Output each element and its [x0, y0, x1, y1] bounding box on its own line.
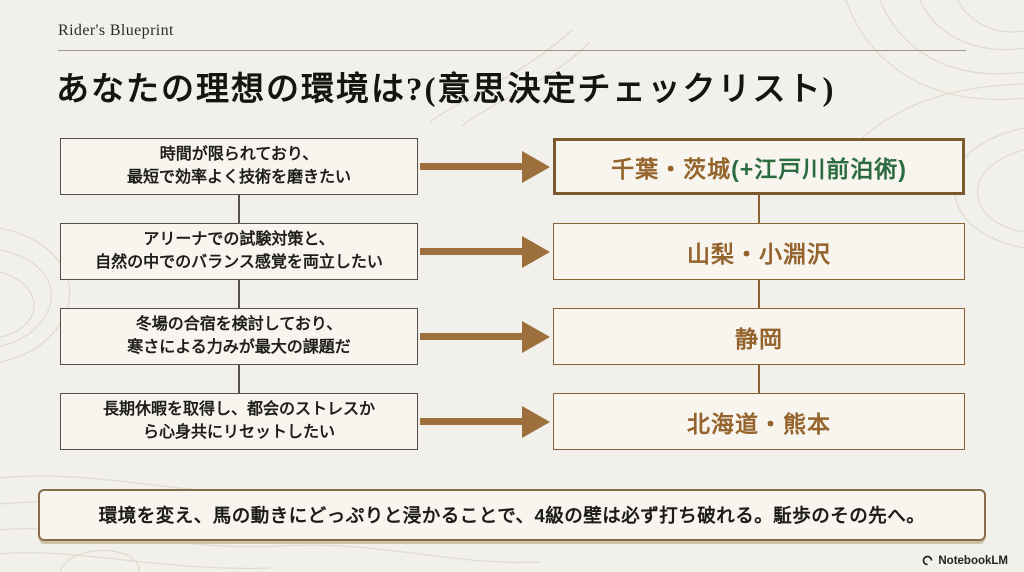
condition-box-3: 冬場の合宿を検討しており、 寒さによる力みが最大の課題だ — [60, 308, 418, 365]
result-box-highlighted: 千葉・茨城(+江戸川前泊術) — [553, 138, 965, 195]
conclusion-text: 環境を変え、馬の動きにどっぷりと浸かることで、4級の壁は必ず打ち破れる。駈歩のそ… — [98, 505, 926, 526]
result-box: 静岡 — [553, 308, 965, 365]
right-arrow-icon — [420, 308, 553, 365]
condition-text: 最短で効率よく技術を磨きたい — [126, 168, 351, 186]
connector-line — [238, 365, 240, 393]
result-region: 山梨・小淵沢 — [687, 240, 831, 267]
connector-line — [238, 280, 240, 308]
connector-line — [238, 195, 240, 223]
condition-text: ら心身共にリセットしたい — [142, 423, 335, 441]
right-arrow-icon — [420, 138, 553, 195]
page-title: あなたの理想の環境は?(意思決定チェックリスト) — [56, 72, 836, 108]
condition-text: 寒さによる力みが最大の課題だ — [127, 338, 351, 356]
condition-box-1: 時間が限られており、 最短で効率よく技術を磨きたい — [60, 138, 418, 195]
decision-row-4: 長期休暇を取得し、都会のストレスか ら心身共にリセットしたい 北海道・熊本 — [0, 393, 1024, 450]
arrow-head — [522, 320, 550, 353]
result-box: 北海道・熊本 — [553, 393, 965, 450]
condition-box-2: アリーナでの試験対策と、 自然の中でのバランス感覚を両立したい — [60, 223, 418, 280]
connector-line — [758, 365, 760, 393]
decision-row-2: アリーナでの試験対策と、 自然の中でのバランス感覚を両立したい 山梨・小淵沢 — [0, 223, 1024, 280]
result-region: 静岡 — [735, 325, 783, 352]
result-box: 山梨・小淵沢 — [553, 223, 965, 280]
arrow-shaft — [420, 333, 524, 340]
arrow-shaft — [420, 163, 524, 170]
arrow-head — [522, 235, 550, 268]
connector-line — [758, 280, 760, 308]
notebooklm-logo-icon — [922, 555, 933, 566]
result-region-note: (+江戸川前泊術) — [731, 155, 907, 182]
condition-text: アリーナでの試験対策と、 — [143, 230, 335, 248]
arrow-shaft — [420, 418, 524, 425]
header-divider — [58, 50, 966, 51]
conclusion-banner: 環境を変え、馬の動きにどっぷりと浸かることで、4級の壁は必ず打ち破れる。駈歩のそ… — [38, 489, 986, 541]
arrow-shaft — [420, 248, 524, 255]
result-region: 北海道・熊本 — [687, 410, 831, 437]
notebooklm-credit-label: NotebookLM — [938, 554, 1008, 567]
brand-label: Rider's Blueprint — [58, 22, 174, 39]
decision-row-3: 冬場の合宿を検討しており、 寒さによる力みが最大の課題だ 静岡 — [0, 308, 1024, 365]
condition-text: 長期休暇を取得し、都会のストレスか — [102, 400, 375, 418]
connector-line — [758, 195, 760, 223]
right-arrow-icon — [420, 393, 553, 450]
condition-text: 冬場の合宿を検討しており、 — [135, 315, 343, 333]
condition-box-4: 長期休暇を取得し、都会のストレスか ら心身共にリセットしたい — [60, 393, 418, 450]
notebooklm-credit: NotebookLM — [921, 553, 1008, 568]
condition-text: 時間が限られており、 — [159, 145, 319, 163]
result-region: 千葉・茨城 — [611, 155, 732, 182]
arrow-head — [522, 405, 550, 438]
condition-text: 自然の中でのバランス感覚を両立したい — [95, 253, 383, 271]
right-arrow-icon — [420, 223, 553, 280]
arrow-head — [522, 150, 550, 183]
decision-row-1: 時間が限られており、 最短で効率よく技術を磨きたい 千葉・茨城(+江戸川前泊術) — [0, 138, 1024, 195]
